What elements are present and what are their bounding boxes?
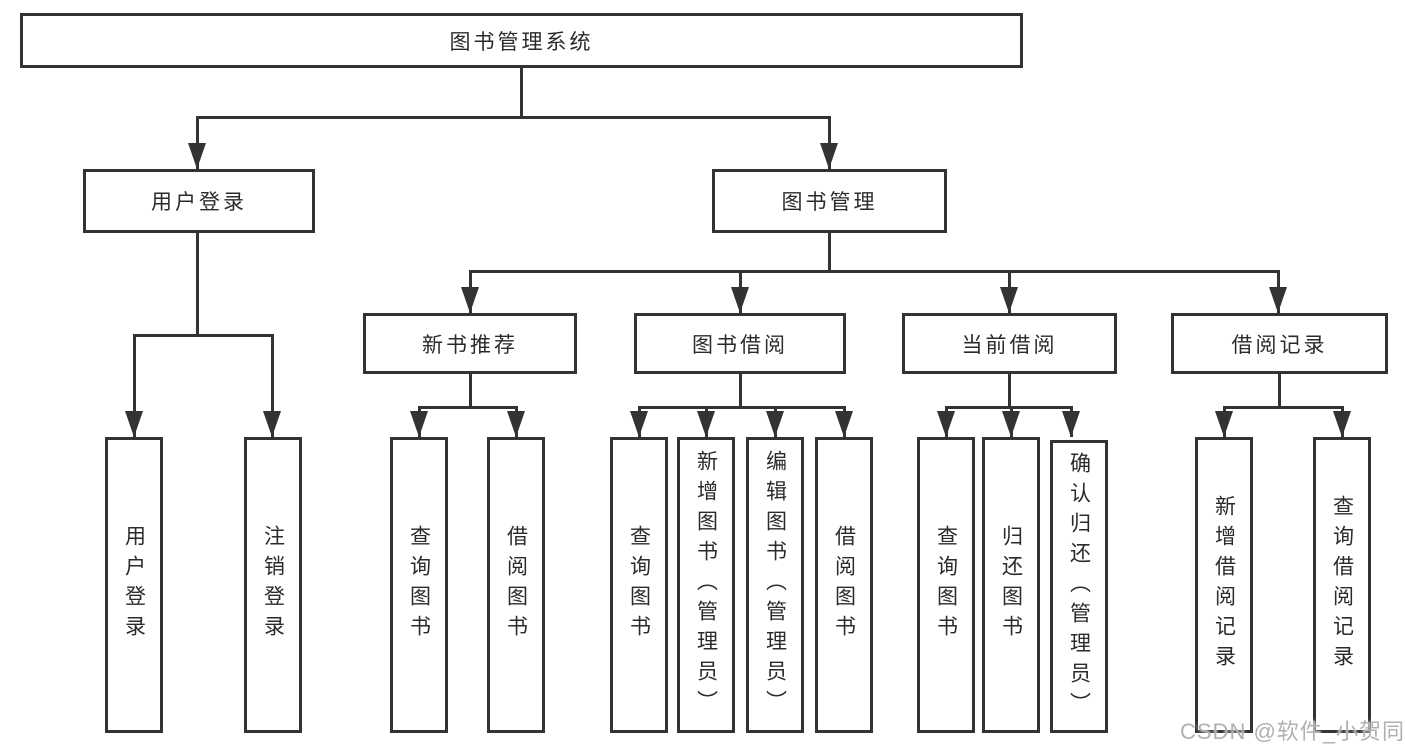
- connector-rail: [418, 406, 517, 409]
- node-current-borrowing: 当前借阅: [902, 313, 1117, 374]
- connector-stem: [1278, 374, 1281, 407]
- node-current-return-books-label: 归还图书: [999, 525, 1023, 645]
- connector-stem: [739, 374, 742, 407]
- node-user-login-action: 用户登录: [105, 437, 163, 733]
- node-book-management-label: 图书管理: [781, 191, 878, 214]
- node-borrowing-records: 借阅记录: [1171, 313, 1388, 374]
- node-borrowing-records-label: 借阅记录: [1231, 333, 1328, 357]
- connector-level1-rail: [196, 116, 831, 119]
- node-logout-action: 注销登录: [244, 437, 302, 733]
- connector-drop: [133, 334, 136, 437]
- node-current-borrowing-label: 当前借阅: [961, 333, 1058, 357]
- connector-stem: [469, 374, 472, 407]
- node-records-add-record-label: 新增借阅记录: [1212, 495, 1236, 675]
- connector-drop: [271, 334, 274, 437]
- arrow-down-icon: [1333, 411, 1351, 437]
- node-records-query-record: 查询借阅记录: [1313, 437, 1371, 733]
- node-current-query-books: 查询图书: [917, 437, 975, 733]
- node-records-add-record: 新增借阅记录: [1195, 437, 1253, 733]
- node-borrowing-add-books-admin-label: 新增图书（管理员）: [694, 450, 718, 720]
- arrow-down-icon: [125, 411, 143, 437]
- node-borrowing-query-books-label: 查询图书: [627, 525, 651, 645]
- arrow-down-icon: [410, 411, 428, 437]
- node-new-book-recommend-label: 新书推荐: [422, 333, 518, 357]
- arrow-down-icon: [1002, 411, 1020, 437]
- arrow-down-icon: [820, 143, 838, 169]
- node-borrowing-edit-books-admin-label: 编辑图书（管理员）: [763, 450, 787, 720]
- connector-book-mgmt-stem: [828, 233, 831, 271]
- connector-root-stem: [520, 68, 523, 117]
- node-records-query-record-label: 查询借阅记录: [1330, 495, 1354, 675]
- node-book-management: 图书管理: [712, 169, 947, 233]
- connector-user-login-stem: [196, 233, 199, 335]
- connector-rail: [638, 406, 845, 409]
- connector-level3-rail: [469, 270, 1279, 273]
- arrow-down-icon: [263, 411, 281, 437]
- connector-book-mgmt-drop: [828, 116, 831, 169]
- arrow-down-icon: [1062, 411, 1080, 437]
- node-new-book-recommend: 新书推荐: [363, 313, 577, 374]
- connector-user-login-drop: [196, 116, 199, 169]
- arrow-down-icon: [766, 411, 784, 437]
- arrow-down-icon: [630, 411, 648, 437]
- node-logout-action-label: 注销登录: [261, 525, 285, 645]
- arrow-down-icon: [188, 143, 206, 169]
- connector-stem: [1008, 374, 1011, 407]
- csdn-watermark: CSDN @软件_小贺同学: [1180, 719, 1405, 744]
- node-root-label: 图书管理系统: [449, 30, 594, 54]
- node-recommend-borrow-books: 借阅图书: [487, 437, 545, 733]
- node-user-login: 用户登录: [83, 169, 315, 233]
- arrow-down-icon: [835, 411, 853, 437]
- arrow-down-icon: [731, 287, 749, 313]
- node-user-login-action-label: 用户登录: [122, 525, 146, 645]
- arrow-down-icon: [1000, 287, 1018, 313]
- node-user-login-label: 用户登录: [151, 191, 247, 214]
- node-recommend-query-books: 查询图书: [390, 437, 448, 733]
- connector-rail: [945, 406, 1072, 409]
- node-recommend-query-books-label: 查询图书: [407, 525, 431, 645]
- connector-rail: [1223, 406, 1343, 409]
- node-book-borrowing-label: 图书借阅: [692, 333, 788, 357]
- arrow-down-icon: [461, 287, 479, 313]
- node-borrowing-query-books: 查询图书: [610, 437, 668, 733]
- connector-user-login-rail: [133, 334, 273, 337]
- node-book-borrowing: 图书借阅: [634, 313, 846, 374]
- arrow-down-icon: [507, 411, 525, 437]
- arrow-down-icon: [1269, 287, 1287, 313]
- node-recommend-borrow-books-label: 借阅图书: [504, 525, 528, 645]
- node-borrowing-add-books-admin: 新增图书（管理员）: [677, 437, 735, 733]
- node-borrowing-borrow-books-label: 借阅图书: [832, 525, 856, 645]
- node-current-query-books-label: 查询图书: [934, 525, 958, 645]
- node-current-confirm-return-admin-label: 确认归还（管理员）: [1067, 451, 1091, 722]
- node-borrowing-borrow-books: 借阅图书: [815, 437, 873, 733]
- arrow-down-icon: [697, 411, 715, 437]
- node-root: 图书管理系统: [20, 13, 1023, 68]
- node-borrowing-edit-books-admin: 编辑图书（管理员）: [746, 437, 804, 733]
- node-current-return-books: 归还图书: [982, 437, 1040, 733]
- arrow-down-icon: [937, 411, 955, 437]
- node-current-confirm-return-admin: 确认归还（管理员）: [1050, 440, 1108, 733]
- arrow-down-icon: [1215, 411, 1233, 437]
